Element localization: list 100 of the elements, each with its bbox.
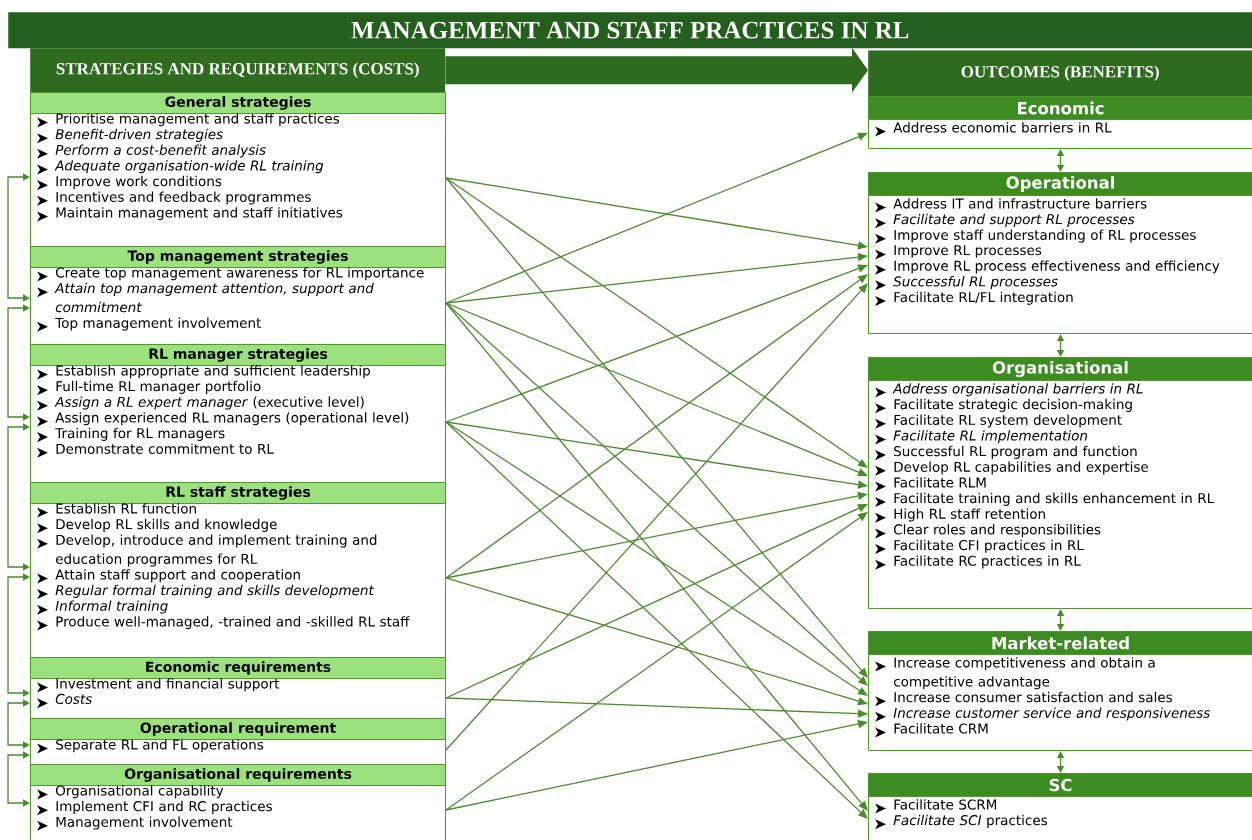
list-item: Create top management awareness for RL importance [37, 267, 424, 282]
arrow [7, 699, 30, 749]
arrow [445, 302, 868, 477]
arrow [445, 177, 868, 678]
list-item: Establish appropriate and sufficient leadership [37, 365, 370, 380]
card-heading: RL manager strategies [30, 344, 446, 366]
list-item: Attain staff support and cooperation [37, 569, 300, 584]
list-item: Facilitate CFI practices in RL [875, 539, 1084, 555]
arrow [445, 504, 868, 699]
list-item: Incentives and feedback programmes [37, 191, 311, 206]
card-heading: Market-related [868, 631, 1252, 655]
arrow [1056, 149, 1065, 172]
title-banner: MANAGEMENT AND STAFF PRACTICES IN RL [8, 12, 1252, 49]
category-card [30, 764, 446, 840]
category-card [868, 773, 1252, 840]
card-heading: RL staff strategies [30, 482, 446, 504]
list-item: Full-time RL manager portfolio [37, 380, 261, 396]
list-item: Facilitate SCI practices [875, 814, 1048, 830]
category-card [30, 344, 446, 483]
list-item: Facilitate RLM [875, 477, 986, 492]
list-item: Adequate organisation-wide RL training [37, 160, 324, 175]
arrow [1056, 609, 1065, 631]
list-item: Facilitate RC practices in RL [875, 555, 1081, 570]
list-item: Separate RL and FL operations [37, 739, 264, 754]
card-heading: Economic requirements [30, 657, 446, 679]
category-card [30, 92, 446, 247]
arrow [445, 302, 868, 686]
list-item: Improve staff understanding of RL processes [875, 229, 1196, 244]
list-item: Address IT and infrastructure barriers [875, 198, 1147, 213]
list-item: Assign a RL expert manager (executive level) [37, 396, 364, 411]
card-heading: Operational requirement [30, 718, 446, 740]
list-item: Facilitate CRM [875, 723, 988, 738]
list-item: Improve RL processes [875, 245, 1042, 260]
category-card [868, 357, 1252, 609]
list-item: Facilitate RL implementation [875, 430, 1088, 445]
list-item: Facilitate RL/FL integration [875, 291, 1073, 306]
arrow [7, 173, 30, 302]
list-item: Management involvement [37, 816, 233, 831]
card-heading: Top management strategies [30, 246, 446, 268]
list-item: Maintain management and staff initiatives [37, 207, 343, 222]
list-item: Training for RL managers [37, 427, 225, 443]
arrow [445, 132, 868, 304]
list-item: Facilitate and support RL processes [875, 213, 1135, 229]
list-item: Develop, introduce and implement training and education programmes for RL [37, 534, 377, 567]
list-item: Facilitate strategic decision-making [875, 398, 1132, 414]
list-item: Increase customer service and responsiveness [875, 707, 1210, 722]
card-heading: Organisational [868, 357, 1252, 381]
list-item: Organisational capability [37, 785, 224, 800]
arrow [445, 421, 868, 696]
arrow [445, 512, 868, 811]
category-card [30, 246, 446, 345]
arrow [1056, 334, 1065, 357]
list-item: Perform a cost-benefit analysis [37, 144, 266, 159]
list-item: Improve work conditions [37, 175, 222, 191]
list-item: Develop RL skills and knowledge [37, 518, 277, 534]
category-card [868, 172, 1252, 334]
list-item: Assign experienced RL managers (operational level) [37, 412, 409, 427]
node-label: STRATEGIES AND REQUIREMENTS (COSTS) [56, 62, 419, 78]
list-item: Benefit-driven strategies [37, 128, 223, 144]
category-card [868, 96, 1252, 149]
list-item: Attain top management attention, support and commitment [37, 282, 374, 313]
card-heading: Operational [868, 172, 1252, 196]
list-item: Increase consumer satisfaction and sales [875, 691, 1173, 707]
list-item: Address economic barriers in RL [875, 122, 1112, 137]
arrow [1056, 751, 1065, 773]
list-item: Clear roles and responsibilities [875, 524, 1101, 539]
arrow [7, 573, 30, 697]
category-card [30, 657, 446, 719]
list-item: Develop RL capabilities and expertise [875, 461, 1148, 476]
list-item: Implement CFI and RC practices [37, 800, 272, 816]
list-item: Investment and financial support [37, 678, 280, 693]
list-item: Establish RL function [37, 503, 196, 518]
list-item: Top management involvement [37, 317, 261, 332]
list-item: Facilitate SCRM [875, 799, 997, 814]
arrow [7, 304, 30, 421]
list-item: Demonstrate commitment to RL [37, 443, 274, 458]
arrow [445, 421, 868, 819]
list-item: Successful RL processes [875, 276, 1058, 291]
list-item: Increase competitiveness and obtain a competitive advantage [875, 657, 1155, 690]
card-heading: Economic [868, 96, 1252, 120]
list-item: Successful RL program and function [875, 445, 1137, 461]
card-heading: Organisational requirements [30, 764, 446, 786]
category-card [30, 718, 446, 765]
arrow [7, 423, 30, 571]
list-item: Produce well-managed, -trained and -skilled RL staff [37, 616, 410, 631]
arrow [445, 274, 868, 579]
card-heading: General strategies [30, 92, 446, 114]
arrow [445, 177, 868, 468]
list-item: Regular formal training and skills development [37, 584, 375, 600]
list-item: Facilitate training and skills enhancement in RL [875, 492, 1215, 508]
list-item: Costs [37, 693, 92, 709]
list-item: Improve RL process effectiveness and efficiency [875, 260, 1220, 275]
card-heading: SC [868, 773, 1252, 797]
category-card [868, 631, 1252, 751]
list-item: Prioritise management and staff practices [37, 113, 340, 128]
list-item: Facilitate RL system development [875, 414, 1122, 429]
list-item: Address organisational barriers in RL [875, 383, 1143, 398]
arrow [7, 751, 30, 807]
list-item: Informal training [37, 600, 168, 615]
column-header: STRATEGIES AND REQUIREMENTS (COSTS) [30, 48, 446, 93]
